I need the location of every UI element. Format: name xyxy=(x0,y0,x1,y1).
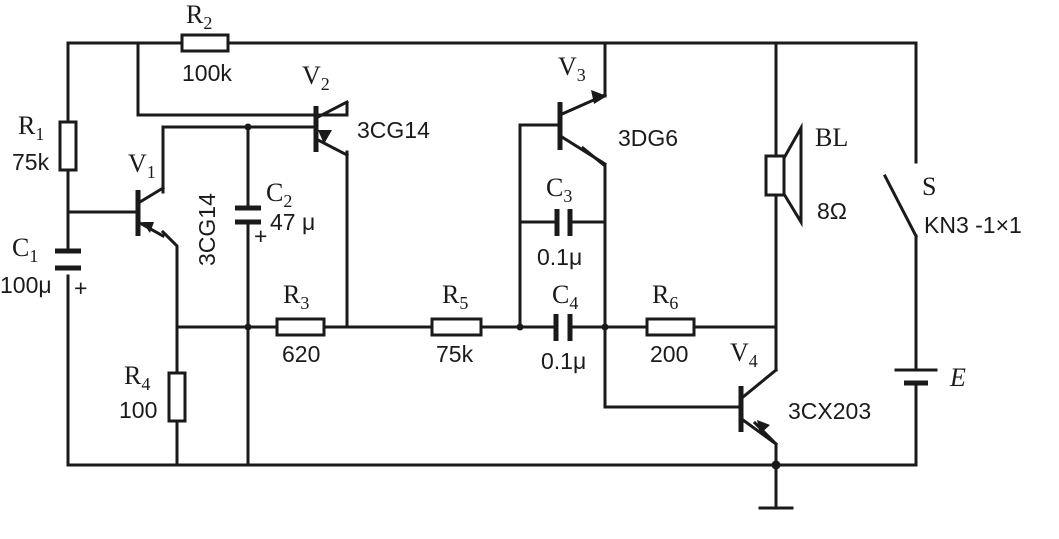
switch-label: S xyxy=(922,172,936,201)
v1-emitter-arrow-icon xyxy=(142,222,154,233)
r4-label: R4 xyxy=(124,361,150,394)
v4-model: 3CX203 xyxy=(788,398,871,424)
battery-icon xyxy=(894,368,938,405)
battery-label: E xyxy=(949,363,966,392)
wires xyxy=(66,41,918,510)
v3-label: V3 xyxy=(558,52,586,85)
v2-emitter-arrow-icon xyxy=(318,130,332,144)
v3-emitter-arrow-icon xyxy=(591,90,607,104)
speaker-icon xyxy=(764,122,803,228)
r3-resistor xyxy=(275,317,326,337)
r1-value: 75k xyxy=(12,149,50,175)
v2-collector-lead xyxy=(315,137,350,158)
r1-label: R1 xyxy=(18,111,44,144)
capacitors xyxy=(55,205,573,341)
r6-value: 200 xyxy=(650,341,688,367)
v1-model: 3CG14 xyxy=(194,193,220,266)
r2-loop-wire xyxy=(136,41,349,117)
junctions xyxy=(244,123,781,470)
resistors xyxy=(58,33,696,423)
v1-emitter-lead xyxy=(137,220,166,239)
v3-model: 3DG6 xyxy=(618,125,678,151)
v2-label: V2 xyxy=(302,61,330,94)
v4-collector-lead xyxy=(740,367,779,400)
r5-value: 75k xyxy=(436,341,474,367)
c1-label: C1 xyxy=(12,233,38,266)
c2-label: C2 xyxy=(266,178,292,211)
v3-emitter-lead xyxy=(559,134,608,167)
c3-left-wire xyxy=(518,123,561,329)
r5-label: R5 xyxy=(442,280,468,313)
v2-emitter-lead xyxy=(315,99,350,120)
r3-label: R3 xyxy=(283,280,309,313)
r3-value: 620 xyxy=(282,341,320,367)
switch-icon xyxy=(882,173,919,239)
c1-value: 100μ xyxy=(0,272,52,298)
r5-resistor xyxy=(430,317,483,337)
transistors xyxy=(135,80,779,447)
r1-resistor xyxy=(58,120,78,172)
v2-model: 3CG14 xyxy=(357,117,430,143)
c2-value: 47 μ xyxy=(270,209,315,235)
c4-label: C4 xyxy=(552,280,578,313)
c3-label: C3 xyxy=(546,173,572,206)
r6-label: R6 xyxy=(652,280,678,313)
v1-collector-lead xyxy=(137,185,166,205)
junction-dot xyxy=(771,460,781,470)
junction-dot xyxy=(244,123,252,131)
junction-dot xyxy=(516,323,524,331)
c1-polarity: + xyxy=(74,275,87,301)
r2-value: 100k xyxy=(182,60,232,86)
bl-label: BL xyxy=(815,123,848,152)
v3-emitter-wire xyxy=(580,145,743,409)
speaker-cone xyxy=(782,122,803,228)
speaker-magnet xyxy=(764,154,786,197)
bl-value: 8Ω xyxy=(817,198,847,224)
switch-model: KN3 -1×1 xyxy=(924,212,1022,238)
labels: R2 100k R1 75k C1 100μ + V1 3CG14 V2 3CG… xyxy=(0,0,1022,424)
c2-polarity: + xyxy=(254,223,267,249)
v4-emitter-lead xyxy=(740,417,779,447)
r2-label: R2 xyxy=(186,0,212,33)
c4-value: 0.1μ xyxy=(541,348,586,374)
r6-resistor xyxy=(645,317,696,337)
v1-label: V1 xyxy=(128,149,156,182)
r4-value: 100 xyxy=(119,397,157,423)
switch-lever xyxy=(882,173,919,239)
junction-dot xyxy=(601,323,609,331)
c3-value: 0.1μ xyxy=(537,244,582,270)
v1-emitter-wire xyxy=(160,229,179,467)
v4-emitter-arrow-icon xyxy=(757,420,770,434)
junction-dot xyxy=(244,323,252,331)
r2-resistor xyxy=(180,33,230,53)
r4-resistor xyxy=(167,371,187,423)
v4-label: V4 xyxy=(730,338,758,371)
